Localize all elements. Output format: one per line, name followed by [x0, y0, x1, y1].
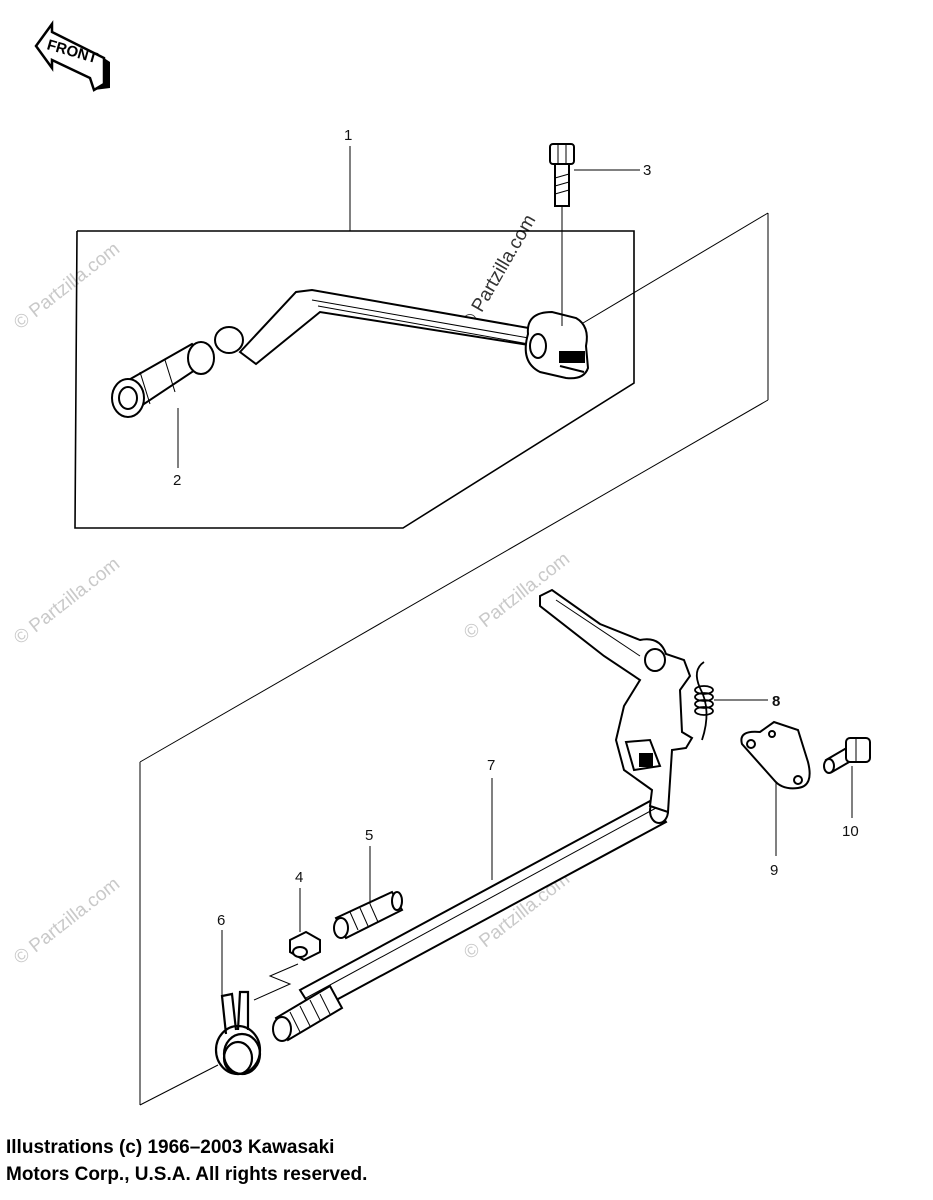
- watermark: © Partzilla.com: [10, 874, 124, 969]
- callout-3: 3: [643, 162, 651, 179]
- bolt-3: [549, 143, 575, 207]
- callout-4: 4: [295, 869, 303, 886]
- callout-1: 1: [344, 127, 352, 144]
- callout-5: 5: [365, 827, 373, 844]
- callout-2: 2: [173, 472, 181, 489]
- foot-peg-rubber: [111, 341, 215, 418]
- copyright-line-2: Motors Corp., U.S.A. All rights reserved…: [6, 1164, 368, 1185]
- assembly-lines: [139, 212, 769, 1106]
- leader-lines: [177, 146, 640, 880]
- callout-7: 7: [487, 757, 495, 774]
- bolt-10: [823, 737, 871, 774]
- callout-8: 8: [772, 693, 780, 710]
- bracket-plate-9: [740, 720, 811, 790]
- shift-arm-plate: [539, 588, 694, 814]
- shift-pedal: [214, 288, 590, 380]
- copyright-notice: Illustrations (c) 1966–2003 Kawasaki Mot…: [6, 1134, 367, 1188]
- watermark: © Partzilla.com: [10, 239, 124, 334]
- front-arrow-icon: FRONT: [34, 20, 110, 92]
- stud-5: [333, 890, 404, 940]
- spring-8: [694, 661, 714, 741]
- kit-box: [74, 230, 635, 529]
- return-spring-6: [214, 990, 262, 1076]
- copyright-line-1: Illustrations (c) 1966–2003 Kawasaki: [6, 1137, 335, 1158]
- watermark: © Partzilla.com: [10, 554, 124, 649]
- shift-shaft: [272, 798, 669, 1042]
- nut-4: [289, 930, 321, 962]
- callout-6: 6: [217, 912, 225, 929]
- callout-10: 10: [842, 823, 859, 840]
- callout-9: 9: [770, 862, 778, 879]
- callouts: 1 2 3 4 5 6 7 8 9 10: [173, 127, 859, 929]
- watermark: © Partzilla.com: [458, 211, 540, 332]
